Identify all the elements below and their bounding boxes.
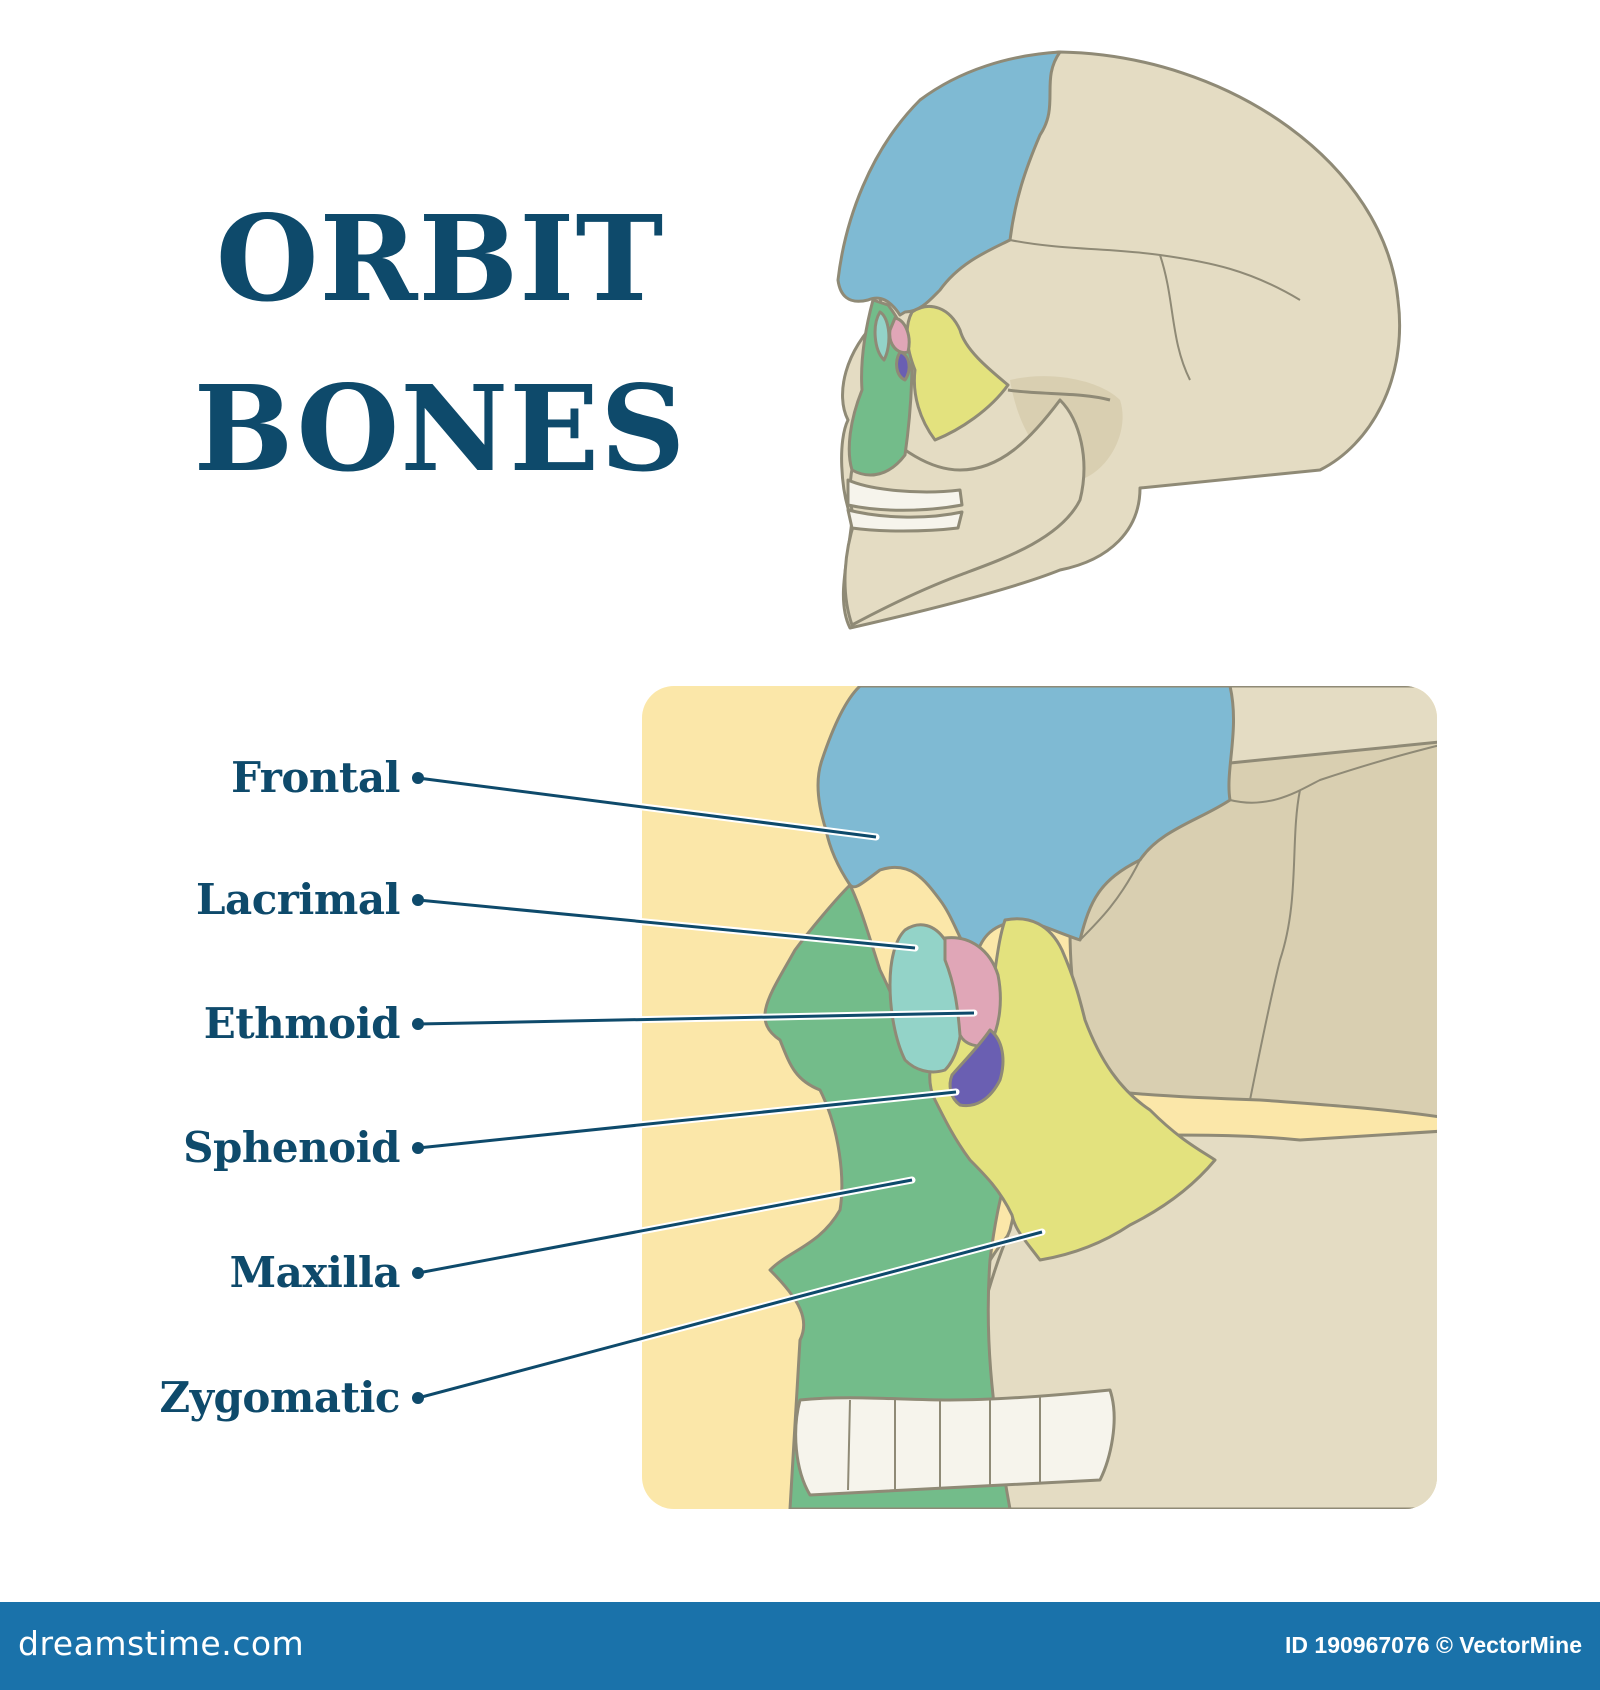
title-line-bones: BONES xyxy=(193,359,687,498)
label-lacrimal: Lacrimal xyxy=(195,875,401,924)
label-maxilla: Maxilla xyxy=(229,1248,401,1297)
footer-brand[interactable]: dreamstime.com xyxy=(18,1624,305,1663)
skull-side-view xyxy=(836,50,1402,630)
zoom-panel xyxy=(642,686,1437,1509)
leader-maxilla xyxy=(412,1176,916,1279)
zygomatic-arch xyxy=(1007,388,1111,402)
teeth-lower xyxy=(846,508,964,533)
suture-lines xyxy=(1009,239,1301,381)
zygomatic-skull xyxy=(905,304,1010,442)
label-ethmoid: Ethmoid xyxy=(203,999,401,1048)
label-sphenoid: Sphenoid xyxy=(183,1123,400,1172)
suture-zoomed xyxy=(1079,739,1437,1101)
label-zygomatic: Zygomatic xyxy=(159,1373,400,1422)
sphenoid-skull xyxy=(895,350,911,382)
footer-bar: dreamstime.com ID 190967076 © VectorMine xyxy=(0,1602,1600,1690)
sphenoid-zoomed xyxy=(948,1028,1005,1108)
frontal-bone-skull xyxy=(836,50,1062,317)
teeth-zoomed xyxy=(794,1388,1116,1497)
footer-credit: ID 190967076 © VectorMine xyxy=(1285,1632,1582,1658)
orbit-bones-illustration xyxy=(412,50,1437,1509)
leader-lacrimal xyxy=(412,894,919,952)
leader-ethmoid xyxy=(412,1009,978,1030)
leader-frontal xyxy=(412,772,880,841)
teeth-upper xyxy=(846,478,964,512)
leader-lines xyxy=(412,772,1046,1404)
label-frontal: Frontal xyxy=(231,753,400,802)
title-line-orbit: ORBIT xyxy=(215,189,665,328)
leader-sphenoid xyxy=(412,1088,960,1154)
leader-zygomatic xyxy=(412,1228,1046,1404)
ethmoid-skull xyxy=(873,310,891,362)
tooth-lines xyxy=(847,1396,1041,1491)
